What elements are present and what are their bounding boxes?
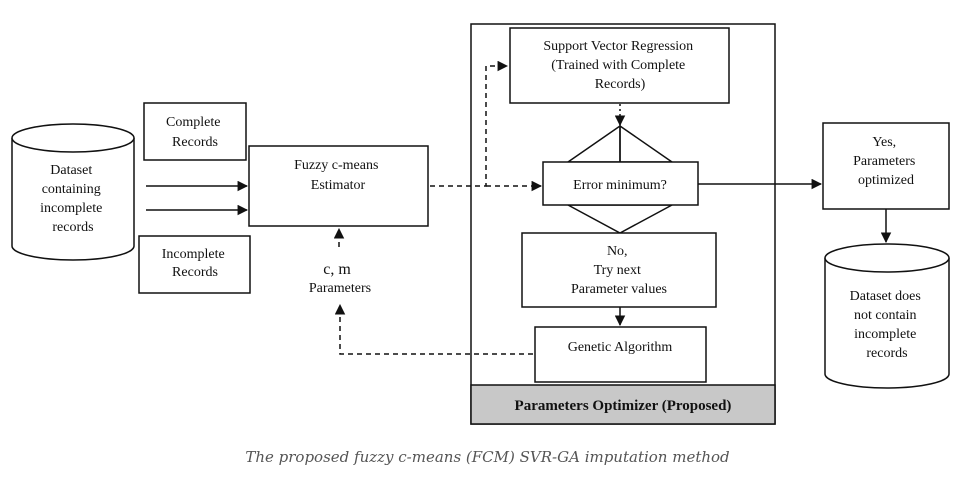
output-dataset-line: Dataset does — [850, 289, 921, 304]
input-dataset-line: Dataset — [50, 163, 92, 178]
fcm-estimator-box: Fuzzy c-means Estimator — [248, 145, 429, 227]
genetic-algorithm-box: Genetic Algorithm — [534, 326, 707, 383]
error-minimum-label: Error minimum? — [573, 178, 667, 193]
svr-box: Support Vector Regression (Trained with … — [509, 27, 730, 104]
input-dataset-line: containing — [42, 182, 101, 197]
yes-parameters-optimized-box: Yes, Parameters optimized — [822, 122, 950, 210]
optimizer-label: Parameters Optimizer (Proposed) — [515, 398, 732, 414]
svg-text:Fuzzy c-means Estimator: Fuzzy c-means Estimator — [294, 158, 382, 193]
ga-to-params-dashed-arrow — [334, 303, 533, 355]
svg-text:Support Vector Regression: Support Vector Regression (Trained with … — [543, 39, 696, 92]
error-minimum-decision: Error minimum? — [542, 124, 699, 234]
svg-text:No, Try next Param: No, Try next Parameter values — [571, 244, 667, 297]
svg-text:Dataset does not contain: Dataset does not contain incomplete reco… — [850, 289, 925, 361]
parameters-text: Parameters — [309, 281, 371, 296]
genetic-algorithm-label: Genetic Algorithm — [568, 340, 673, 355]
output-dataset-line: incomplete — [854, 327, 916, 342]
complete-records-box: Complete Records — [143, 102, 247, 161]
optimizer-band — [470, 384, 776, 425]
parameters-label: c, m Parameters — [309, 261, 371, 296]
input-dataset-line: incomplete — [40, 201, 102, 216]
output-dataset-line: records — [866, 346, 907, 361]
parameters-optimizer-panel: Parameters Optimizer (Proposed) — [470, 23, 776, 425]
figure-caption: The proposed fuzzy c-means (FCM) SVR-GA … — [245, 448, 730, 466]
incomplete-records-box: Incomplete Records — [138, 235, 251, 294]
fcm-to-svr-dashed-arrow — [430, 60, 509, 187]
input-dataset-cylinder: Dataset containing incomplete records — [11, 123, 135, 261]
svg-text:Dataset containing: Dataset containing incomplete records — [40, 163, 106, 235]
no-try-next-box: No, Try next Parameter values — [521, 232, 717, 308]
svg-text:Complete Records: Complete Records — [166, 115, 224, 150]
cm-label: c, m — [323, 261, 351, 278]
svg-text:Incomplete Records: Incomplete Records — [162, 247, 228, 280]
input-dataset-line: records — [52, 220, 93, 235]
output-dataset-line: not contain — [854, 308, 917, 323]
output-dataset-cylinder: Dataset does not contain incomplete reco… — [824, 243, 950, 389]
svg-text:Yes, Parameters op: Yes, Parameters optimized — [853, 135, 919, 188]
